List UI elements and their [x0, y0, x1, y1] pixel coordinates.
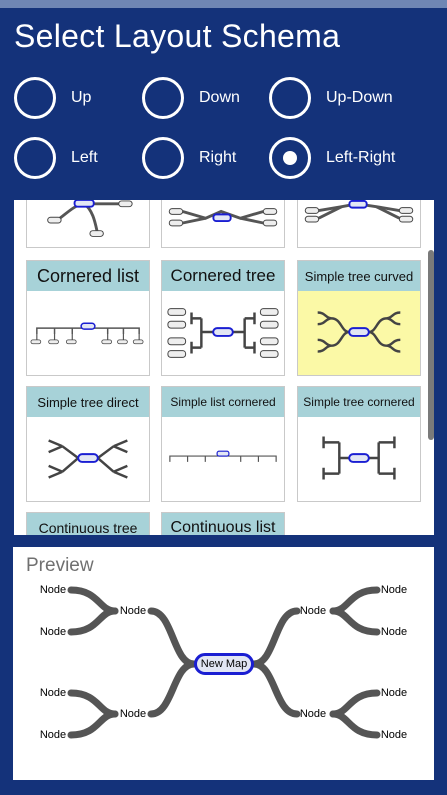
- preview-diagram: [67, 586, 381, 739]
- layout-card-simple-tree-direct[interactable]: Simple tree direct: [26, 386, 150, 502]
- layout-card-title: Cornered list: [27, 261, 149, 291]
- layout-card-cornered-tree[interactable]: Cornered tree: [161, 260, 285, 376]
- preview-node: Node: [39, 687, 67, 699]
- layout-card-partial-1[interactable]: [26, 200, 150, 248]
- layout-thumbnail: [162, 417, 284, 501]
- radio-circle[interactable]: [142, 137, 184, 179]
- radio-label: Up-Down: [326, 89, 393, 106]
- layout-card-title: Cornered tree: [162, 261, 284, 291]
- gallery-scrollbar[interactable]: [428, 250, 434, 440]
- radio-down[interactable]: Down: [142, 77, 240, 119]
- preview-node: Node: [380, 687, 408, 699]
- radio-dot: [283, 151, 297, 165]
- layout-card-title: Simple list cornered: [162, 387, 284, 417]
- layout-card-partial-3[interactable]: [297, 200, 421, 248]
- preview-node: Node: [39, 584, 67, 596]
- preview-node: Node: [119, 605, 147, 617]
- layout-gallery[interactable]: Cornered list Cornered tree: [14, 200, 434, 535]
- preview-node: Node: [380, 626, 408, 638]
- page-title: Select Layout Schema: [14, 18, 341, 54]
- layout-card-title: Simple tree cornered: [298, 387, 420, 417]
- layout-thumbnail: [168, 208, 278, 227]
- status-strip: [0, 0, 447, 8]
- layout-card-title: Continuous tree: [27, 513, 149, 535]
- radio-circle[interactable]: [142, 77, 184, 119]
- layout-thumbnail: [304, 200, 414, 223]
- preview-node: Node: [39, 729, 67, 741]
- radio-label: Right: [199, 149, 237, 166]
- layout-card-continuous-tree[interactable]: Continuous tree: [26, 512, 150, 535]
- root-node: New Map: [194, 653, 254, 675]
- radio-circle[interactable]: [14, 77, 56, 119]
- layout-thumbnail: [27, 417, 149, 501]
- radio-circle[interactable]: [269, 77, 311, 119]
- preview-node: Node: [299, 708, 327, 720]
- layout-thumbnail: [162, 291, 284, 375]
- layout-card-title: Simple tree direct: [27, 387, 149, 417]
- radio-up[interactable]: Up: [14, 77, 91, 119]
- layout-card-title: Simple tree curved: [298, 261, 420, 291]
- preview-node: Node: [119, 708, 147, 720]
- layout-card-partial-2[interactable]: [161, 200, 285, 248]
- layout-card-continuous-list[interactable]: Continuous list: [161, 512, 285, 535]
- preview-title: Preview: [26, 555, 94, 576]
- radio-left-right[interactable]: Left-Right: [269, 137, 395, 179]
- layout-thumbnail: [27, 291, 149, 375]
- preview-node: Node: [39, 626, 67, 638]
- radio-label: Left-Right: [326, 149, 396, 166]
- layout-thumbnail: [298, 417, 420, 501]
- radio-label: Down: [199, 89, 240, 106]
- layout-card-simple-tree-curved[interactable]: Simple tree curved: [297, 260, 421, 376]
- radio-right[interactable]: Right: [142, 137, 236, 179]
- layout-card-simple-tree-cornered[interactable]: Simple tree cornered: [297, 386, 421, 502]
- radio-left[interactable]: Left: [14, 137, 98, 179]
- preview-node: Node: [299, 605, 327, 617]
- radio-up-down[interactable]: Up-Down: [269, 77, 393, 119]
- layout-card-title: Continuous list: [162, 513, 284, 535]
- layout-thumbnail: [298, 291, 420, 375]
- radio-label: Up: [71, 89, 92, 106]
- layout-thumbnail: [47, 200, 133, 237]
- layout-card-simple-list-cornered[interactable]: Simple list cornered: [161, 386, 285, 502]
- preview-panel: Preview New Map Node Node Node Node Node…: [13, 547, 434, 780]
- preview-node: Node: [380, 584, 408, 596]
- layout-card-cornered-list[interactable]: Cornered list: [26, 260, 150, 376]
- radio-circle[interactable]: [14, 137, 56, 179]
- radio-circle[interactable]: [269, 137, 311, 179]
- preview-node: Node: [380, 729, 408, 741]
- radio-label: Left: [71, 149, 98, 166]
